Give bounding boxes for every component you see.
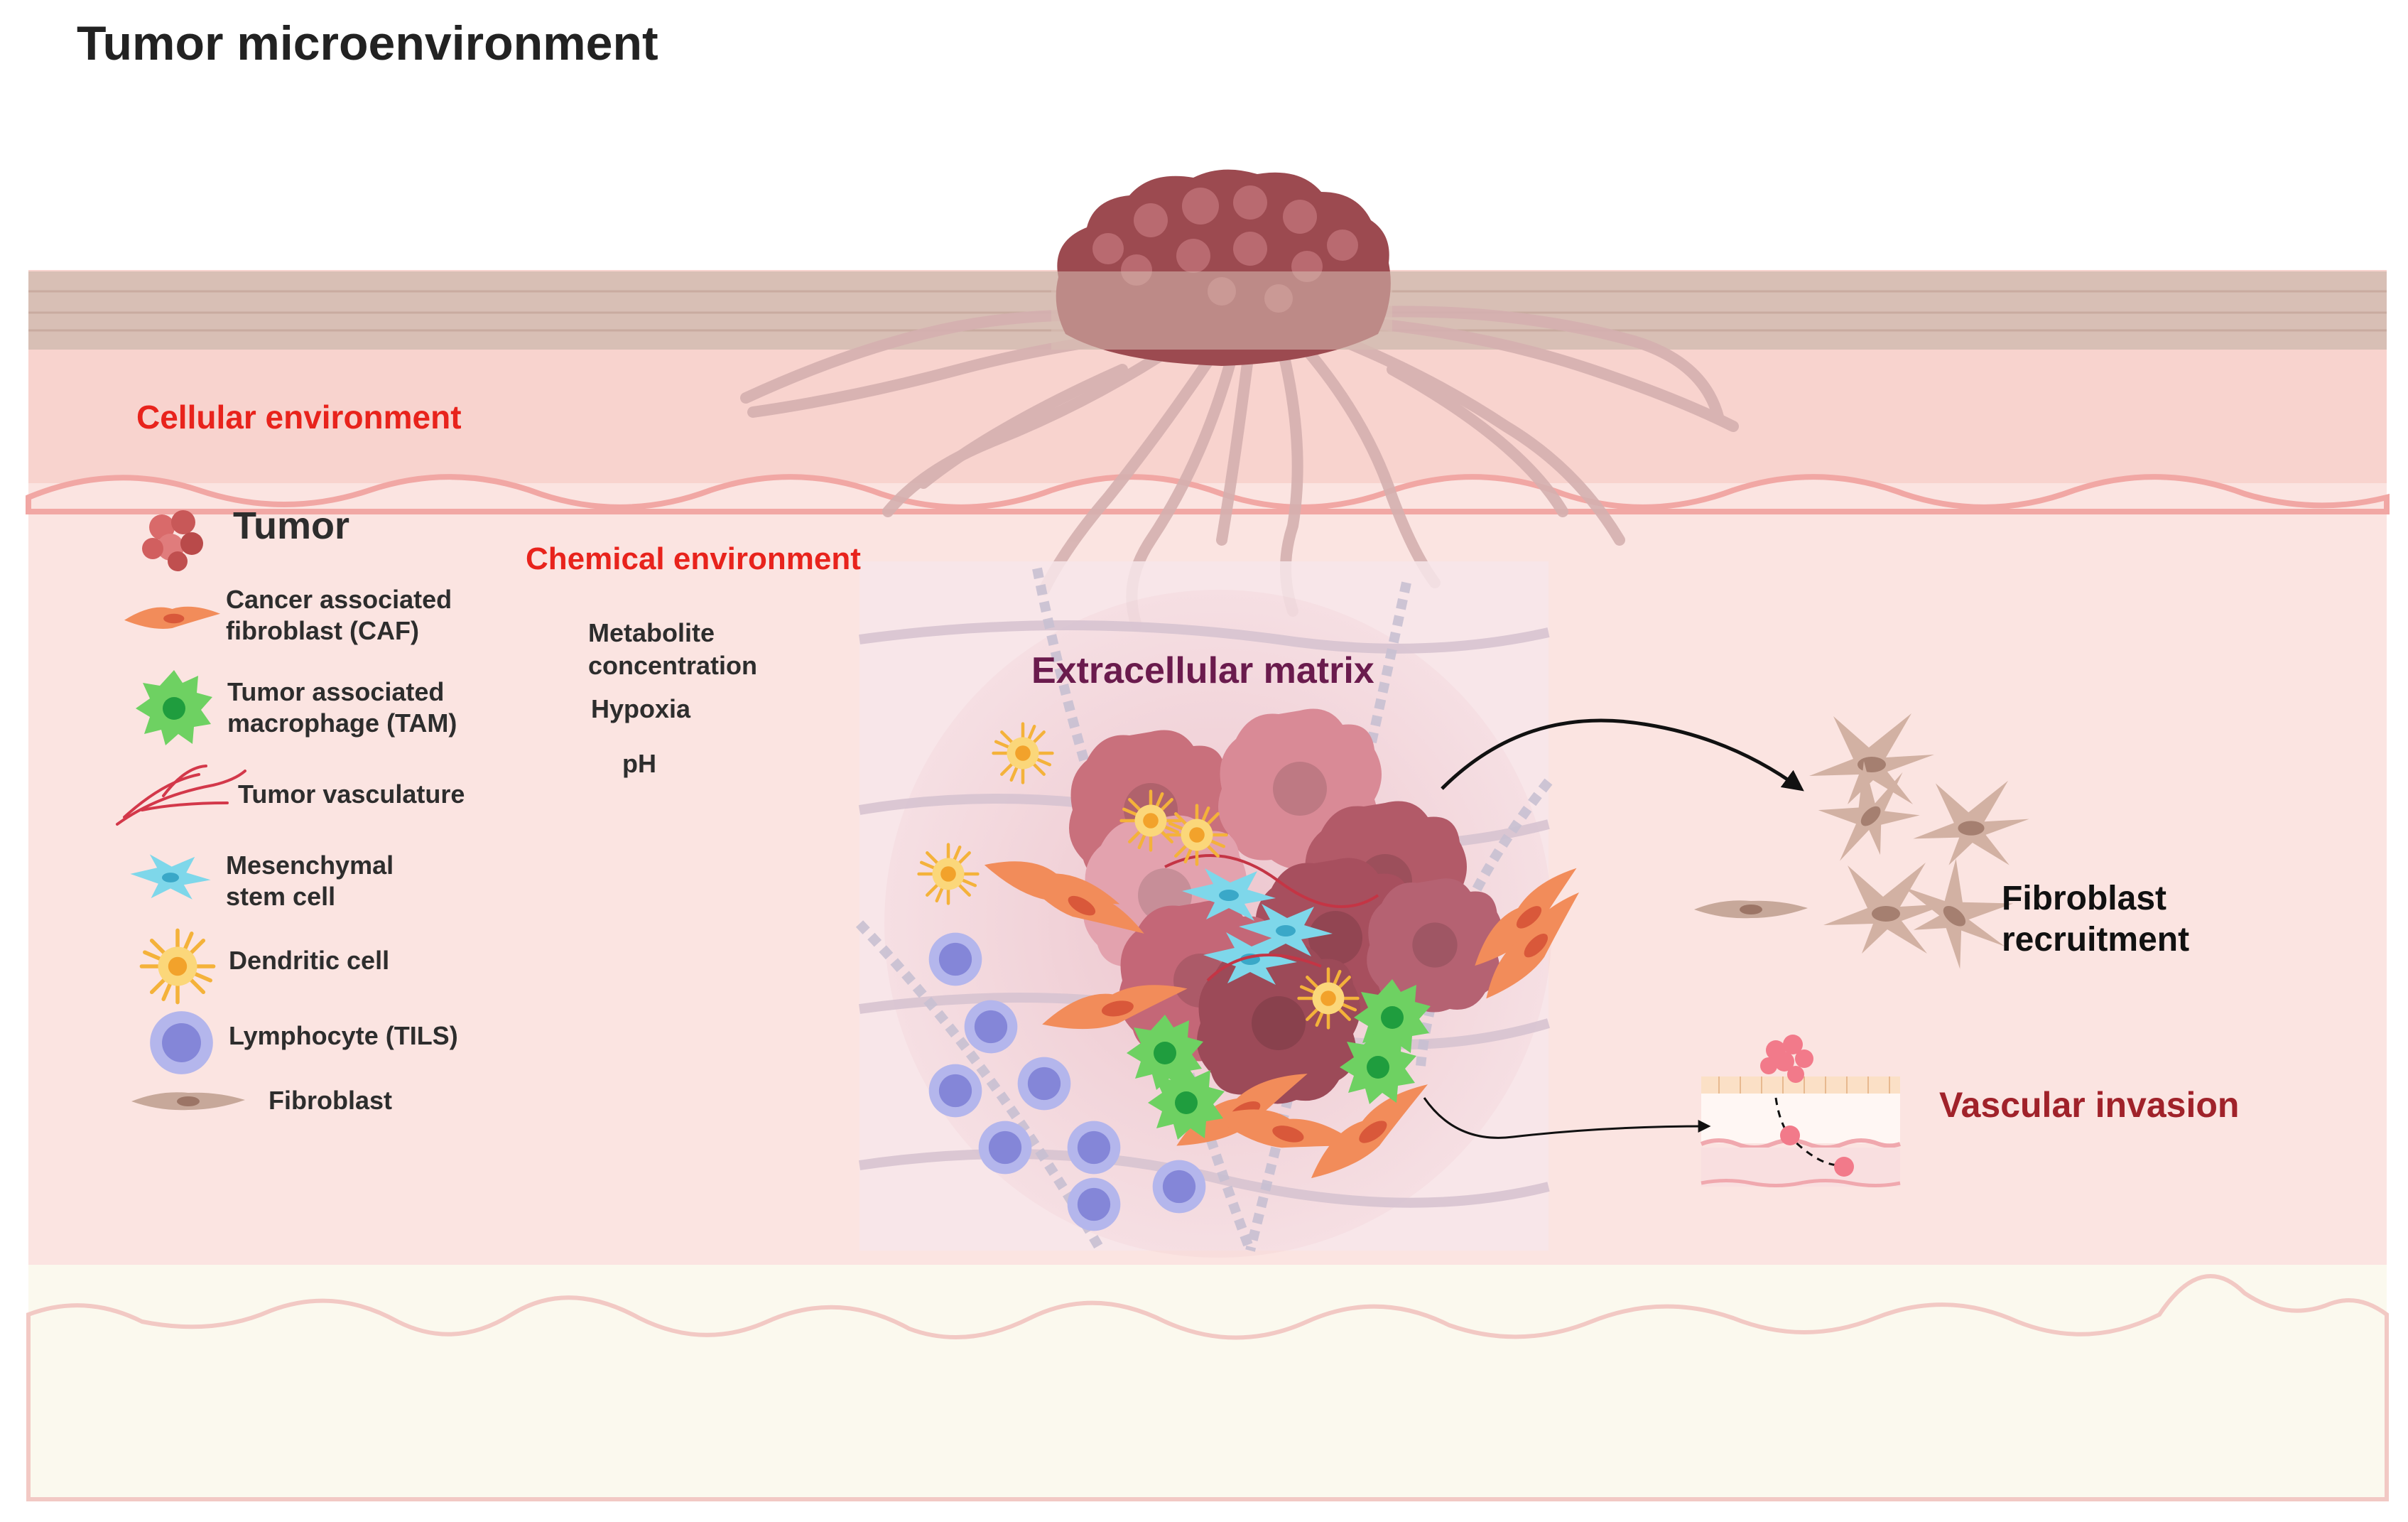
page-title: Tumor microenvironment (77, 16, 658, 70)
legend-label-lymphocyte: Lymphocyte (TILS) (229, 1021, 458, 1050)
arrow-to-vascular-invasion (1423, 1097, 1711, 1139)
dendritic-cell-icon (141, 930, 213, 1002)
vascular-invasion-label: Vascular invasion (1939, 1085, 2240, 1125)
dermis-wavy-boundary (26, 474, 2390, 514)
tumor-mass (1069, 708, 1503, 1104)
chemical-item-ph: pH (622, 749, 656, 778)
legend-label-vasculature: Tumor vasculature (238, 779, 465, 809)
arrows (1423, 718, 1804, 1139)
tumor-icon (142, 510, 203, 571)
tumor-invasive-strands (740, 306, 1739, 631)
fibroblast-recruitment-label: Fibroblast recruitment (2002, 880, 2190, 959)
surface-tumor (1051, 169, 1392, 367)
lymphocyte-icon (150, 1011, 213, 1074)
arrow-to-fibroblast-recruitment (1441, 718, 1804, 792)
legend-label-fibroblast: Fibroblast (269, 1086, 393, 1115)
ecm-panel (855, 561, 1595, 1258)
chemical-item-hypoxia: Hypoxia (591, 694, 691, 723)
legend-label-msc: Mesenchymal stem cell (226, 851, 394, 911)
chemical-environment-label: Chemical environment (526, 541, 861, 576)
legend-icons (116, 510, 246, 1111)
legend-label-tam: Tumor associated macrophage (TAM) (227, 677, 457, 738)
legend-label-tumor: Tumor (233, 504, 349, 547)
subcutis-wavy-boundary (26, 1274, 2389, 1501)
vasculature-icon (116, 765, 246, 826)
tissue-layers (26, 270, 2390, 1501)
extracellular-matrix-label: Extracellular matrix (1031, 650, 1374, 691)
legend-label-caf: Cancer associated fibroblast (CAF) (226, 585, 452, 645)
legend-label-dendritic-cell: Dendritic cell (229, 946, 390, 975)
cellular-environment-label: Cellular environment (136, 399, 462, 436)
vascular-invasion-vessel (1700, 1035, 1901, 1187)
chemical-item-metabolite: Metabolite concentration (588, 618, 758, 680)
